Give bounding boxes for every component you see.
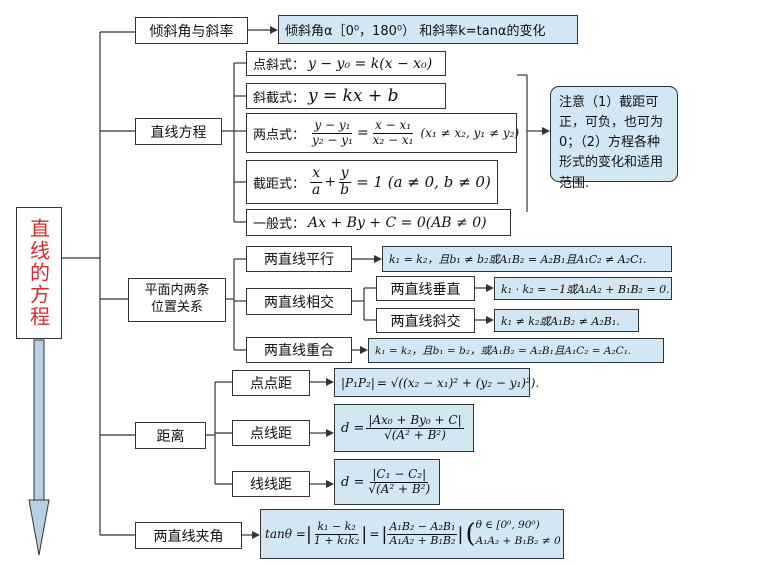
intersect-node: 两直线相交 [246, 288, 352, 315]
point-line-node: 点线距 [232, 420, 310, 446]
incline-slope-node: 倾斜角与斜率 [135, 17, 248, 44]
down-arrow-icon [28, 339, 50, 556]
coincide-condition: k₁ = k₂，且b₁ = b₂，或A₁B₂ = A₂B₁且A₁C₂ = A₂C… [368, 338, 664, 363]
point-line-formula: d = |Ax₀ + By₀ + C|√(A² + B²) [334, 404, 474, 452]
distance-node: 距离 [135, 422, 206, 449]
parallel-condition: k₁ = k₂，且b₁ ≠ b₂或A₁B₂ = A₂B₁且A₁C₂ ≠ A₂C₁… [382, 246, 672, 272]
line-line-formula: d = |C₁ − C₂|√(A² + B²) [334, 459, 440, 505]
point-point-formula: |P₁P₂| = √((x₂ − x₁)² + (y₂ − y₁)²). [334, 368, 539, 397]
oblique-node: 两直线斜交 [376, 308, 475, 333]
perpendicular-node: 两直线垂直 [376, 276, 475, 301]
coincide-node: 两直线重合 [246, 337, 352, 363]
root-title: 直线的方程 [16, 207, 62, 339]
incline-slope-detail: 倾斜角α［0⁰，180⁰） 和斜率k=tanα的变化 [278, 15, 578, 44]
position-relation-node: 平面内两条 位置关系 [128, 278, 226, 322]
parallel-node: 两直线平行 [246, 246, 352, 272]
angle-node: 两直线夹角 [135, 522, 242, 549]
line-equation-note: 注意（1）截距可正，可负，也可为0；（2）方程各种形式的变化和适用范围. [550, 86, 678, 191]
perpendicular-condition: k₁ · k₂ = −1或A₁A₂ + B₁B₂ = 0. [494, 277, 672, 300]
line-equation-node: 直线方程 [135, 118, 222, 145]
line-line-node: 线线距 [232, 471, 310, 497]
oblique-condition: k₁ ≠ k₂或A₁B₂ ≠ A₂B₁. [494, 309, 639, 332]
point-point-node: 点点距 [232, 370, 310, 396]
general-form: 一般式： Ax + By + C = 0(AB ≠ 0) [246, 209, 511, 236]
point-slope-form: 点斜式： y − y₀ = k(x − x₀) [246, 51, 446, 76]
slope-intercept-form: 斜截式： y = kx + b [246, 83, 446, 109]
